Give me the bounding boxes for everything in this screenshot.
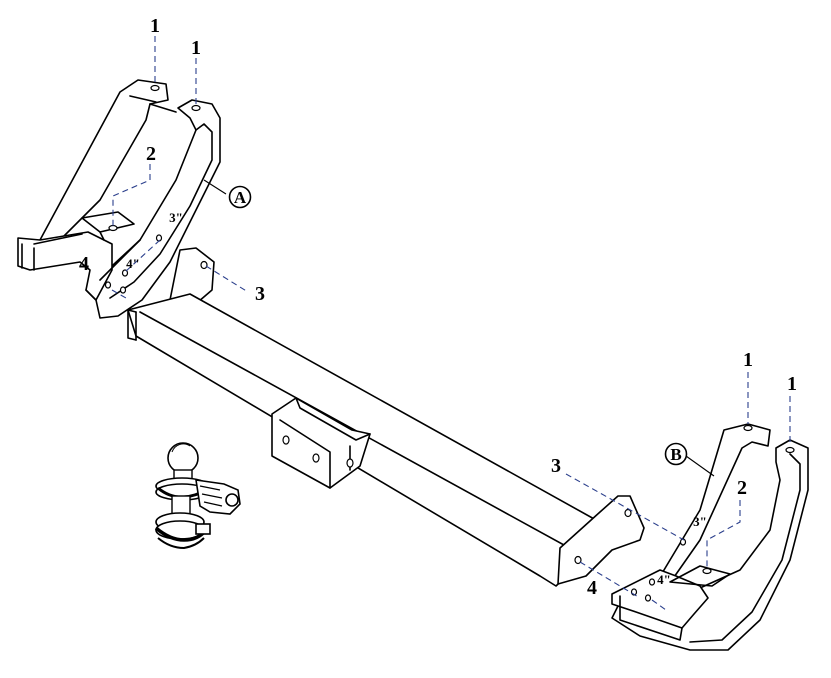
assembly-lines	[111, 36, 791, 611]
bracket-a	[17, 79, 221, 319]
label-3in-a: 3"	[169, 210, 183, 225]
tow-ball-assembly	[154, 442, 241, 550]
bracket-b-side-hole-4	[644, 594, 652, 602]
label-b: B	[670, 445, 681, 464]
crossbar	[127, 247, 645, 587]
bracket-a-hole-2	[191, 104, 201, 112]
bracket-b	[611, 423, 809, 651]
bracket-a-side-hole-4	[119, 286, 127, 294]
label-4in-a: 4"	[126, 256, 140, 271]
label-3-a: 3	[255, 283, 265, 305]
label-3in-b: 3"	[693, 514, 707, 529]
callout-a: A	[228, 185, 252, 209]
label-1-a-inner: 1	[150, 15, 160, 37]
label-1-b-inner: 1	[743, 349, 753, 371]
label-2-b: 2	[737, 477, 747, 499]
bracket-a-side-hole-3	[104, 281, 112, 289]
crossbar-right-hole	[624, 508, 632, 518]
crossbar-right-hole-lower	[574, 555, 582, 565]
callout-b: B	[664, 442, 688, 466]
bracket-b-side-hole-2	[648, 578, 656, 586]
label-3-b: 3	[551, 455, 561, 477]
label-1-b-outer: 1	[787, 373, 797, 395]
label-a: A	[234, 188, 247, 207]
label-1-a-outer: 1	[191, 37, 201, 59]
label-4-a: 4	[79, 253, 89, 275]
bracket-b-plate-hole	[702, 567, 712, 575]
bracket-a-side-hole-2	[121, 269, 129, 277]
bracket-a-plate-hole	[108, 224, 118, 232]
receiver-hole-3	[346, 458, 354, 468]
bracket-a-side-hole-1	[155, 234, 163, 242]
callouts: 1 1 2 3 4 3" 4" 1 1 2 3 4 3" 4" A B	[79, 15, 797, 599]
bracket-b-hole-2	[785, 446, 795, 454]
label-2-a: 2	[146, 143, 156, 165]
receiver-hole-1	[282, 435, 290, 445]
receiver-hole-2	[312, 453, 320, 463]
bracket-a-hole-1	[150, 84, 160, 92]
bracket-b-hole-1	[743, 424, 753, 432]
label-4-b: 4	[587, 577, 597, 599]
label-4in-b: 4"	[657, 572, 671, 587]
crossbar-left-hole	[200, 260, 208, 270]
